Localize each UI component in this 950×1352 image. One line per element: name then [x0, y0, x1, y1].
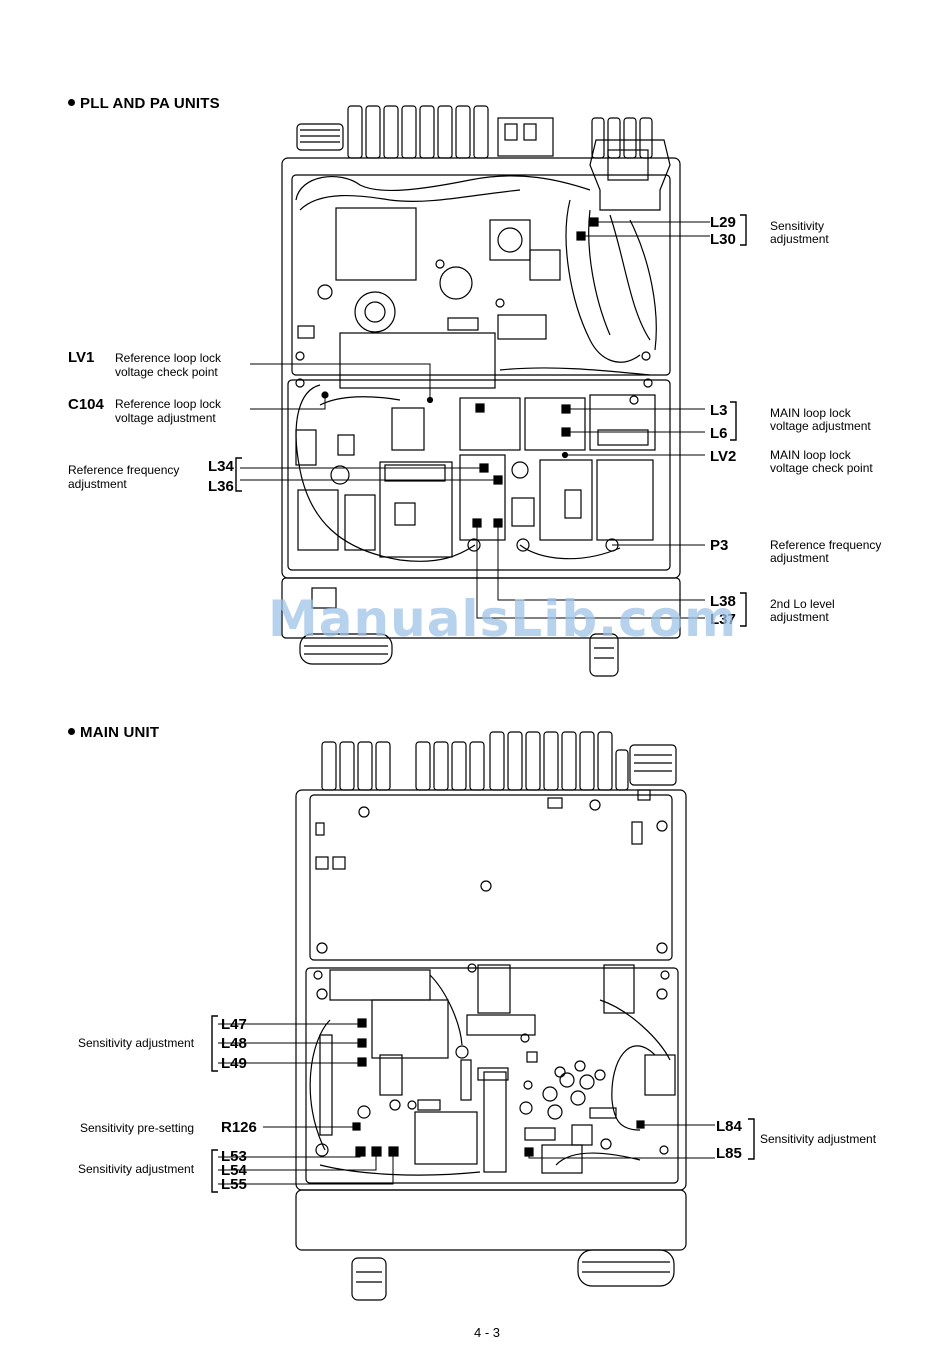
pll-pa-components: [295, 207, 651, 389]
main-top-board-components: [315, 789, 668, 954]
label-l85: L85: [716, 1145, 742, 1162]
main-unit-board: [305, 967, 679, 1184]
label-lv1: LV1: [68, 349, 95, 366]
desc-sensitivity-line2: adjustment: [770, 232, 829, 246]
pll-connector: [589, 139, 671, 211]
desc-lo-level-line1: 2nd Lo level: [770, 597, 835, 611]
label-l47: L47: [221, 1016, 247, 1033]
pll-top-left-knob: [296, 123, 344, 151]
desc-p3-line1: Reference frequency: [770, 538, 882, 552]
desc-p3-line2: adjustment: [770, 551, 829, 565]
label-l3: L3: [710, 402, 728, 419]
watermark: ManualsLib.com: [268, 590, 738, 648]
desc-c104-line2: voltage adjustment: [115, 411, 216, 425]
desc-lo-level-line2: adjustment: [770, 610, 829, 624]
label-l6: L6: [710, 425, 728, 442]
desc-lv1-line2: voltage check point: [115, 365, 218, 379]
desc-sensitivity-group1: Sensitivity adjustment: [78, 1036, 195, 1050]
desc-c104-line1: Reference loop lock: [115, 397, 222, 411]
bullet-icon: [68, 98, 75, 106]
main-test-points: [352, 1018, 645, 1157]
main-brackets: [211, 1015, 755, 1193]
label-l53: L53: [221, 1148, 247, 1165]
pll-board-components: [295, 378, 656, 609]
pll-leader-lines: [240, 221, 710, 619]
label-l29: L29: [710, 214, 736, 231]
desc-ref-freq-left-line1: Reference frequency: [68, 463, 180, 477]
pll-section-title: PLL AND PA UNITS: [68, 95, 220, 112]
desc-presetting: Sensitivity pre-setting: [80, 1121, 195, 1135]
pll-front-panel: [281, 577, 681, 639]
pll-title-text: PLL AND PA UNITS: [80, 95, 220, 112]
pll-chassis: [281, 157, 681, 579]
label-r126: R126: [221, 1119, 257, 1136]
pll-wires: [295, 175, 657, 562]
pll-pa-unit-drawing: [235, 105, 747, 677]
main-wires: [309, 974, 671, 1176]
main-leader-lines: [218, 1023, 715, 1185]
label-l84: L84: [716, 1118, 742, 1135]
desc-main-loop-adj-line2: voltage adjustment: [770, 419, 871, 433]
main-top-board: [309, 794, 673, 961]
bullet-icon: [68, 727, 75, 735]
label-l48: L48: [221, 1035, 247, 1052]
desc-ref-freq-left-line2: adjustment: [68, 477, 127, 491]
label-l38: L38: [710, 593, 736, 610]
label-p3: P3: [710, 537, 729, 554]
main-board-components: [313, 963, 676, 1174]
desc-sensitivity-line1: Sensitivity: [770, 219, 825, 233]
pll-board: [287, 379, 671, 571]
label-l36: L36: [208, 478, 234, 495]
pll-brackets: [235, 214, 747, 627]
desc-lv1-line1: Reference loop lock: [115, 351, 222, 365]
desc-sensitivity-group2: Sensitivity adjustment: [78, 1162, 195, 1176]
label-l37: L37: [710, 611, 736, 628]
desc-main-loop-adj-line1: MAIN loop lock: [770, 406, 851, 420]
main-heatsink: [321, 731, 629, 791]
label-l54: L54: [221, 1162, 247, 1179]
label-l30: L30: [710, 231, 736, 248]
label-c104: C104: [68, 396, 104, 413]
page-number: 4 - 3: [474, 1325, 501, 1340]
label-l55: L55: [221, 1176, 247, 1193]
pll-bottom-knobs: [299, 633, 619, 677]
desc-sensitivity-group3: Sensitivity adjustment: [760, 1132, 877, 1146]
main-title-text: MAIN UNIT: [80, 724, 160, 741]
main-unit-drawing: [211, 731, 755, 1301]
label-lv2: LV2: [710, 448, 737, 465]
main-top-right-knob: [629, 744, 677, 786]
label-l49: L49: [221, 1055, 247, 1072]
desc-lv2-line1: MAIN loop lock: [770, 448, 851, 462]
desc-lv2-line2: voltage check point: [770, 461, 873, 475]
main-section-title: MAIN UNIT: [68, 724, 159, 741]
label-l34: L34: [208, 458, 234, 475]
pll-pa-board: [291, 174, 671, 376]
main-front-panel: [295, 1189, 687, 1251]
main-bottom-knobs: [351, 1249, 675, 1301]
pll-heatsink: [347, 105, 653, 159]
